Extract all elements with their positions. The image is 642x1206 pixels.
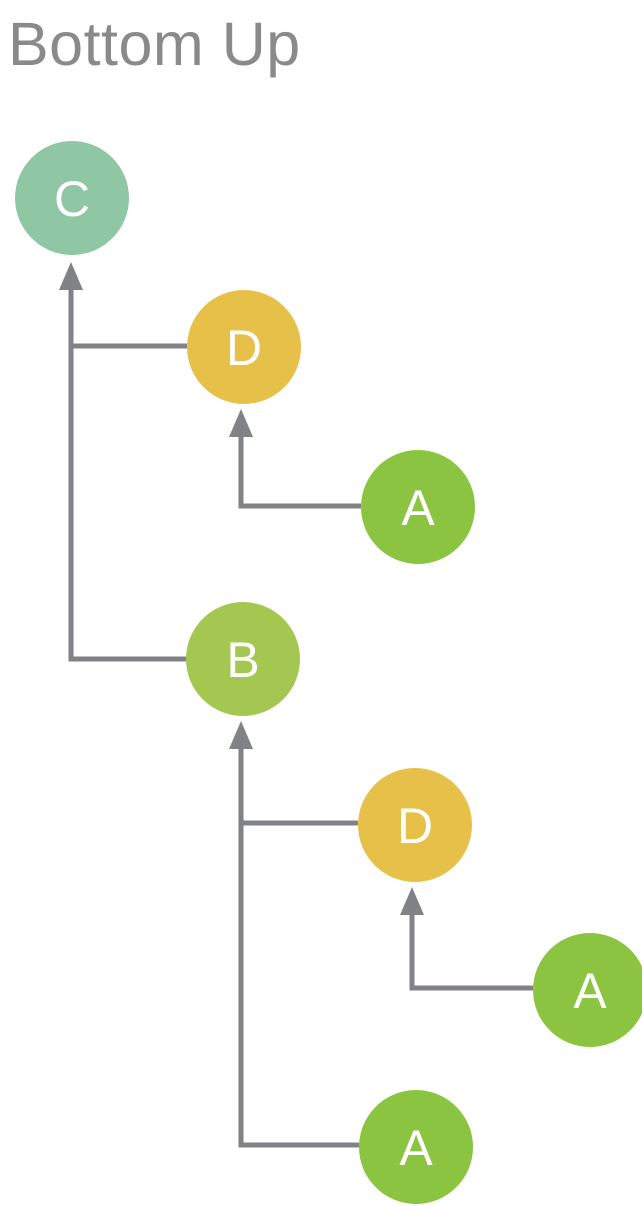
node-d2-label: D xyxy=(397,798,433,854)
node-a1: A xyxy=(361,450,475,564)
node-a1-circle xyxy=(361,450,475,564)
node-a3: A xyxy=(359,1090,473,1204)
arrow-up-into-c-icon xyxy=(59,262,83,290)
node-a2-label: A xyxy=(573,963,607,1019)
arrow-up-into-b-icon xyxy=(229,721,253,749)
node-a1-label: A xyxy=(401,480,435,536)
page-title: Bottom Up xyxy=(8,10,301,78)
node-d1: D xyxy=(187,290,301,404)
arrow-up-into-d1-icon xyxy=(229,409,253,437)
edge-a1-to-d1-line xyxy=(238,434,361,509)
node-a3-circle xyxy=(359,1090,473,1204)
node-c-circle xyxy=(15,141,129,255)
node-a2-circle xyxy=(533,933,642,1047)
node-b-label: B xyxy=(226,632,259,688)
node-d2: D xyxy=(358,768,472,882)
node-a3-label: A xyxy=(399,1120,433,1176)
edge-a3-to-b-line xyxy=(238,746,359,1148)
node-a2: A xyxy=(533,933,642,1047)
node-d2-circle xyxy=(358,768,472,882)
node-b-circle xyxy=(186,602,300,716)
node-c-label: C xyxy=(54,171,90,227)
arrow-up-into-d2-icon xyxy=(400,887,424,915)
node-d1-label: D xyxy=(226,320,262,376)
edges xyxy=(59,262,533,1148)
node-b: B xyxy=(186,602,300,716)
node-d1-circle xyxy=(187,290,301,404)
nodes: C D A B D A xyxy=(15,141,642,1204)
node-c: C xyxy=(15,141,129,255)
edge-a2-to-d2-line xyxy=(409,912,533,991)
edge-b-to-c-line xyxy=(68,287,186,662)
